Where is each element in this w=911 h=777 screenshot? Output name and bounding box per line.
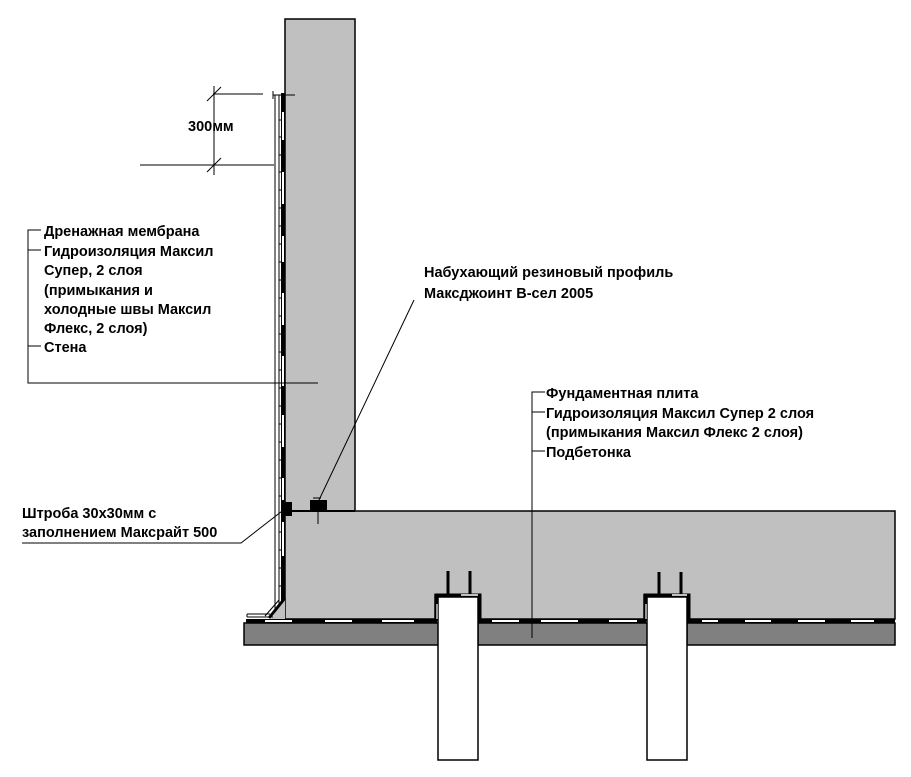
wall	[284, 18, 356, 512]
leader-slab	[531, 391, 545, 638]
sub-concrete-middle	[477, 622, 649, 646]
groove-fill	[283, 502, 292, 516]
pile-right	[646, 596, 688, 761]
dimension-label: 300мм	[188, 119, 234, 135]
slab-label-line: Подбетонка	[546, 445, 632, 461]
slab-label-line: (примыкания Максил Флекс 2 слоя)	[546, 425, 803, 441]
pile-head-membrane-left	[434, 593, 482, 621]
pile-left	[437, 596, 479, 761]
sub-concrete-right	[686, 622, 896, 646]
profile-label-group: Набухающий резиновый профиль Максджоинт …	[424, 265, 673, 302]
rebars	[446, 571, 683, 596]
wall-label-line: Стена	[44, 340, 87, 356]
dimension-300mm: 300мм	[140, 86, 274, 175]
groove-label-line: Штроба 30х30мм с	[22, 506, 156, 522]
leader-profile	[318, 299, 415, 501]
wall-label-line: (примыкания и	[44, 283, 153, 299]
profile-label-line: Максджоинт В-сел 2005	[424, 286, 593, 302]
pile-head-membrane-right	[643, 593, 691, 621]
corner-fillet	[246, 597, 287, 619]
slab-label-line: Гидроизоляция Максил Супер 2 слоя	[546, 406, 814, 422]
foundation-slab	[284, 510, 896, 620]
wall-membrane	[272, 91, 295, 614]
leader-wall	[27, 229, 318, 384]
sub-concrete-left	[243, 622, 442, 646]
wall-label-line: Гидроизоляция Максил	[44, 244, 214, 260]
groove-label-group: Штроба 30х30мм с заполнением Максрайт 50…	[22, 506, 217, 541]
wall-label-line: холодные швы Максил	[44, 302, 211, 318]
leader-groove	[22, 507, 287, 544]
wall-label-line: Дренажная мембрана	[44, 224, 200, 240]
wall-label-line: Флекс, 2 слоя)	[44, 321, 148, 337]
slab-label-line: Фундаментная плита	[546, 386, 699, 402]
groove-label-line: заполнением Максрайт 500	[22, 525, 217, 541]
profile-label-line: Набухающий резиновый профиль	[424, 265, 673, 281]
wall-label-group: Дренажная мембрана Гидроизоляция Максил …	[44, 224, 214, 356]
wall-label-line: Супер, 2 слоя	[44, 263, 143, 279]
slab-label-group: Фундаментная плита Гидроизоляция Максил …	[546, 386, 814, 461]
